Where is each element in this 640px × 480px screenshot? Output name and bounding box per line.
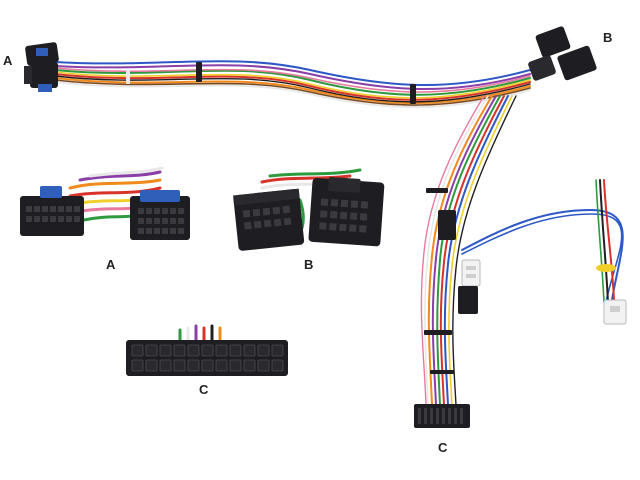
connector-b-detail-label: B [304,257,314,272]
connector-c-detail [126,324,288,376]
connector-c-detail-label: C [199,382,209,397]
inline-black-connector [438,210,456,240]
connector-a-label: A [3,53,13,68]
connector-a-detail [20,166,190,240]
wire-tape [596,264,616,272]
aux-branch-wires [461,179,624,303]
connector-b-detail [233,168,385,251]
drop-cable-ties [424,188,454,374]
connector-c-main [414,404,470,428]
connector-c-label: C [438,440,448,455]
inline-white-connector [458,259,481,314]
drop-harness-bundle [420,95,517,406]
aux-white-plug [603,299,627,325]
connector-b-main [528,26,597,81]
connector-a-main [24,42,59,92]
connector-a-detail-label: A [106,257,116,272]
connector-b-label: B [603,30,613,45]
main-harness-bundle [54,60,531,109]
cable-ties [126,62,416,104]
